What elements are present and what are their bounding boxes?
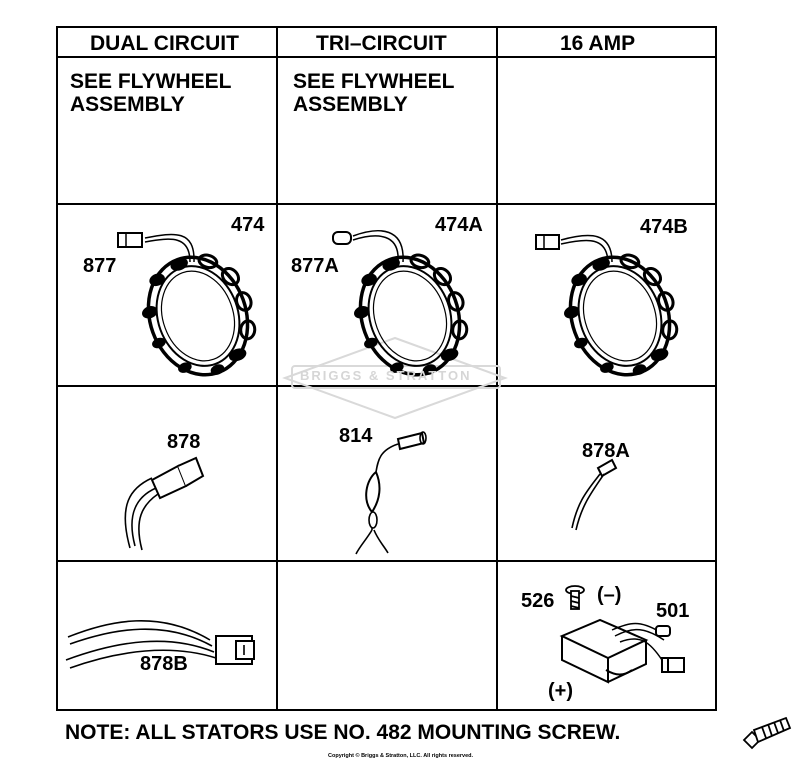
header-dual-circuit: DUAL CIRCUIT: [90, 32, 239, 55]
table-grid: [56, 26, 717, 711]
part-label-474a: 474A: [435, 214, 483, 236]
negative-terminal-label: (–): [597, 584, 622, 606]
mounting-screw-note: NOTE: ALL STATORS USE NO. 482 MOUNTING S…: [65, 721, 621, 744]
part-label-526: 526: [521, 590, 555, 612]
positive-terminal-label: (+): [548, 680, 573, 702]
part-label-878: 878: [167, 431, 201, 453]
part-label-877: 877: [83, 255, 117, 277]
mounting-screw-icon: [742, 716, 792, 750]
dual-circuit-assembly-note: SEE FLYWHEEL ASSEMBLY: [70, 70, 232, 116]
part-label-474: 474: [231, 214, 265, 236]
part-label-814: 814: [339, 425, 373, 447]
mounting-screw-icon: [565, 585, 585, 610]
wire-harness-icon: [571, 458, 618, 531]
stator-lead-wires: [117, 230, 613, 263]
part-label-877a: 877A: [291, 255, 339, 277]
rectifier-regulator-icon: [559, 618, 685, 684]
part-label-501: 501: [656, 600, 690, 622]
part-label-474b: 474B: [640, 216, 688, 238]
copyright-text: Copyright © Briggs & Stratton, LLC. All …: [328, 753, 474, 759]
header-16-amp: 16 AMP: [560, 32, 636, 55]
header-tri-circuit: TRI–CIRCUIT: [316, 32, 447, 55]
wire-harness-icon: [355, 431, 427, 555]
part-label-878a: 878A: [582, 440, 630, 462]
wire-harness-icon: [65, 619, 255, 669]
tri-circuit-assembly-note: SEE FLYWHEEL ASSEMBLY: [293, 70, 455, 116]
wire-harness-icon: [124, 456, 205, 551]
part-label-878b: 878B: [140, 653, 188, 675]
watermark-text: BRIGGS & STRATTON: [300, 368, 472, 383]
